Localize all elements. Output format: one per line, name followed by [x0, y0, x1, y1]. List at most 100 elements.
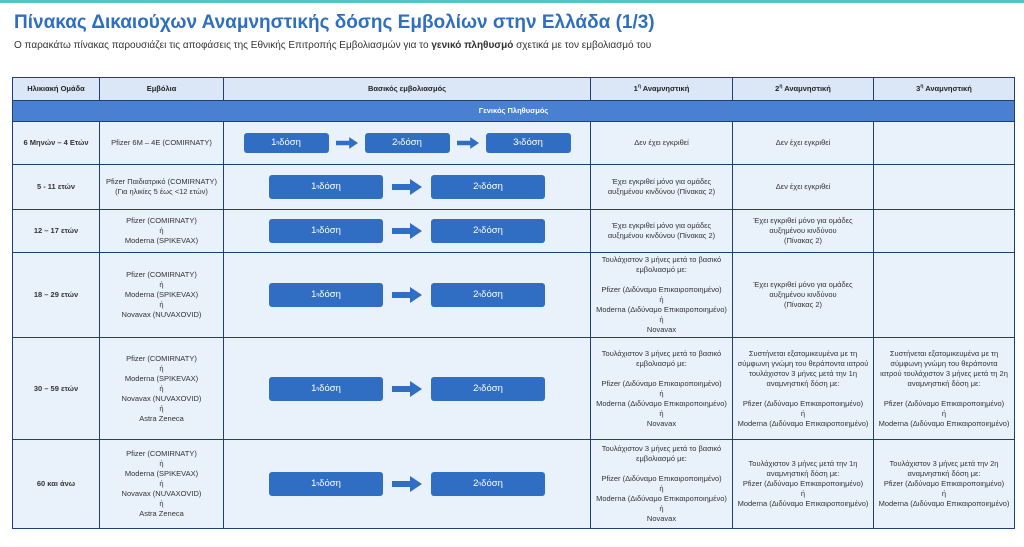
booster-3-cell [873, 209, 1015, 253]
header-booster-1: 1η Αναμνηστική [590, 77, 733, 101]
dose-label: δόση [481, 382, 503, 394]
age-group-cell: 30 – 59 ετών [12, 337, 100, 440]
vaccine-cell: Pfizer (COMIRNATY) ή Moderna (SPIKEVAX) … [99, 337, 224, 440]
header-booster-2-num: 2 [775, 84, 780, 93]
age-group-cell: 12 – 17 ετών [12, 209, 100, 253]
dose-number: 2 [473, 225, 479, 236]
dose-number: 1 [311, 181, 317, 192]
booster-2-cell: Δεν έχει εγκριθεί [732, 121, 874, 165]
booster-1-cell: Τουλάχιστον 3 μήνες μετά το βασικό εμβολ… [590, 439, 733, 529]
header-booster-3-text: Αναμνηστική [923, 84, 972, 93]
arrow-right-icon [383, 380, 431, 397]
booster-1-cell: Έχει εγκριθεί μόνο για ομάδες αυξημένου … [590, 164, 733, 210]
dose-label: δόση [319, 478, 341, 489]
dose-number: 1 [311, 478, 317, 489]
age-group-cell: 6 Μηνών – 4 Ετών [12, 121, 100, 165]
dose-number: 1 [311, 289, 317, 300]
dose-label: δόση [481, 478, 503, 489]
arrow-right-icon [450, 136, 486, 150]
dose-label: δόση [319, 181, 341, 192]
header-booster-2: 2η Αναμνηστική [732, 77, 874, 101]
booster-2-cell: Τουλάχιστον 3 μήνες μετά την 1η αναμνηστ… [732, 439, 874, 529]
page-title: Πίνακας Δικαιούχων Αναμνηστικής δόσης Εμ… [14, 12, 655, 33]
arrow-right-icon [329, 136, 365, 150]
booster-2-cell: Έχει εγκριθεί μόνο για ομάδες αυξημένου … [732, 252, 874, 338]
header-booster-3-num: 3 [916, 84, 921, 93]
dose-label: δόση [400, 137, 422, 148]
booster-1-cell: Δεν έχει εγκριθεί [590, 121, 733, 165]
arrow-right-icon [383, 476, 431, 492]
dose-number: 3 [513, 137, 519, 148]
vaccine-cell: Pfizer (COMIRNATY) ή Moderna (SPIKEVAX) … [99, 252, 224, 338]
age-group-cell: 18 – 29 ετών [12, 252, 100, 338]
dose-number: 1 [311, 382, 317, 394]
vaccine-cell: Pfizer (COMIRNATY) ή Moderna (SPIKEVAX) [99, 209, 224, 253]
subtitle-bold: γενικό πληθυσμό [431, 40, 514, 51]
header-age: Ηλικιακή Ομάδα [12, 77, 100, 101]
dose-label: δόση [319, 382, 341, 394]
vaccine-cell: Pfizer Παιδιατρικό (COMIRNATY) (Για ηλικ… [99, 164, 224, 210]
booster-3-cell [873, 164, 1015, 210]
dose-label: δόση [481, 289, 503, 300]
arrow-right-icon [383, 287, 431, 303]
age-group-cell: 5 - 11 ετών [12, 164, 100, 210]
booster-2-cell: Έχει εγκριθεί μόνο για ομάδες αυξημένου … [732, 209, 874, 253]
header-booster-3-sup: η [920, 83, 924, 90]
dose-label: δόση [319, 289, 341, 300]
dose-number: 2 [473, 181, 479, 192]
header-booster-1-sup: η [637, 83, 641, 90]
dose-number: 1 [311, 225, 317, 236]
page-subtitle: Ο παρακάτω πίνακας παρουσιάζει τις αποφά… [14, 40, 651, 51]
population-band: Γενικός Πληθυσμός [12, 100, 1015, 122]
dose-label: δόση [279, 137, 301, 148]
dose-number: 2 [392, 137, 398, 148]
dose-label: δόση [481, 181, 503, 192]
subtitle-text-end: σχετικά με τον εμβολιασμό του [513, 40, 652, 51]
dose-label: δόση [521, 137, 543, 148]
header-booster-1-text: Αναμνηστική [640, 84, 690, 93]
vaccine-cell: Pfizer (COMIRNATY) ή Moderna (SPIKEVAX) … [99, 439, 224, 529]
top-accent-bar [0, 0, 1024, 3]
population-band-row: Γενικός Πληθυσμός [12, 100, 1015, 122]
booster-3-cell: Συστήνεται εξατομικευμένα με τη σύμφωνη … [873, 337, 1015, 440]
booster-table: Ηλικιακή Ομάδα Εμβόλια Βασικός εμβολιασμ… [12, 77, 1015, 529]
booster-1-cell: Τουλάχιστον 3 μήνες μετά το βασικό εμβολ… [590, 337, 733, 440]
dose-number: 2 [473, 382, 479, 394]
header-vaccine: Εμβόλια [99, 77, 224, 101]
header-booster-1-num: 1 [633, 84, 638, 93]
dose-number: 2 [473, 478, 479, 489]
header-row: Ηλικιακή Ομάδα Εμβόλια Βασικός εμβολιασμ… [12, 77, 1015, 101]
vaccine-cell: Pfizer 6M – 4E (COMIRNATY) [99, 121, 224, 165]
booster-2-cell: Συστήνεται εξατομικευμένα με τη σύμφωνη … [732, 337, 874, 440]
age-group-cell: 60 και άνω [12, 439, 100, 529]
booster-3-cell: Τουλάχιστον 3 μήνες μετά την 2η αναμνηστ… [873, 439, 1015, 529]
dose-label: δόση [319, 225, 341, 236]
dose-label: δόση [481, 225, 503, 236]
